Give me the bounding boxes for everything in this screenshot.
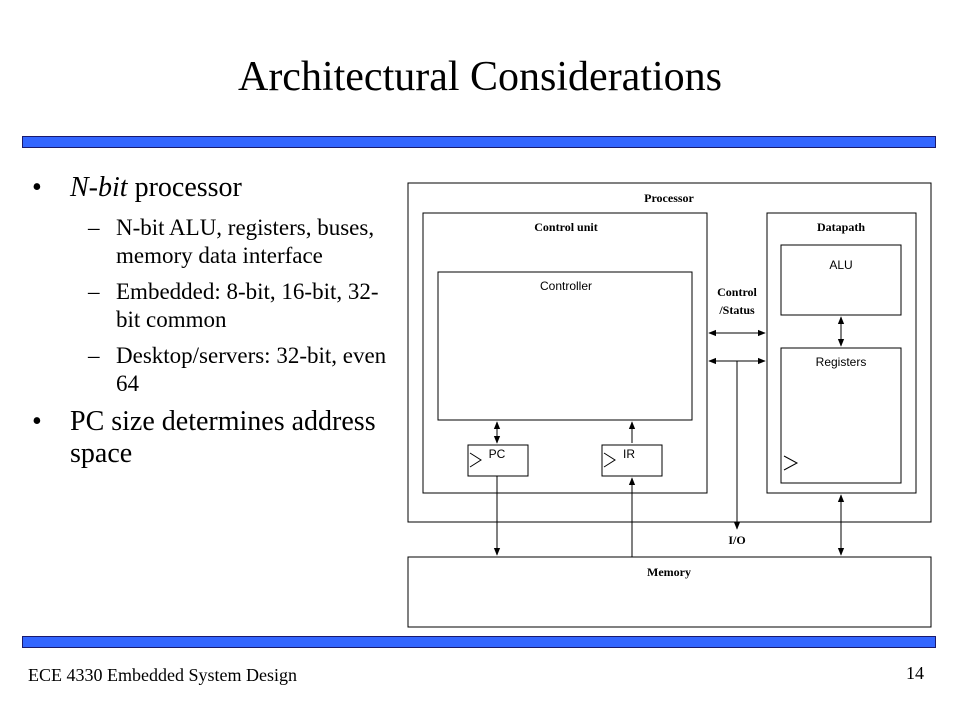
pc-box — [467, 444, 529, 477]
alu-label: ALU — [829, 258, 852, 272]
alu-box — [780, 244, 902, 316]
pc-clock-icon — [469, 452, 482, 468]
sub-bullet-alu: – N-bit ALU, registers, buses, memory da… — [30, 214, 390, 270]
registers-label: Registers — [816, 355, 867, 369]
processor-box — [407, 182, 932, 523]
bottom-rule — [22, 636, 936, 648]
pc-label: PC — [489, 447, 506, 461]
sub-bullet-text: N-bit ALU, registers, buses, memory data… — [116, 215, 375, 268]
controller-label: Controller — [540, 279, 592, 293]
control-status-label-line2: /Status — [718, 303, 755, 317]
datapath-label: Datapath — [817, 220, 865, 234]
memory-box — [407, 556, 932, 628]
datapath-box — [766, 212, 917, 494]
memory-label: Memory — [647, 565, 691, 579]
page-number: 14 — [906, 663, 924, 683]
ir-box — [601, 444, 663, 477]
io-label: I/O — [728, 533, 745, 547]
sub-bullet-dash: – — [88, 215, 100, 240]
bullet-italic-term: N-bit — [70, 172, 128, 203]
sub-bullet-dash: – — [88, 279, 100, 304]
slide-title: Architectural Considerations — [237, 54, 723, 100]
sub-bullet-text: Desktop/servers: 32-bit, even 64 — [116, 343, 387, 396]
sub-bullet-dash: – — [88, 343, 100, 368]
registers-clock-icon — [783, 455, 799, 471]
bullet-pc-size: • PC size determines address space — [30, 406, 390, 470]
top-rule — [22, 136, 936, 148]
bullet-dot: • — [32, 172, 42, 203]
control-status-label-line1: Control — [717, 285, 757, 299]
bullet-dot: • — [32, 406, 42, 437]
sub-bullet-text: Embedded: 8-bit, 16-bit, 32-bit common — [116, 279, 379, 332]
sub-bullet-list: – N-bit ALU, registers, buses, memory da… — [30, 214, 390, 398]
sub-bullet-embedded: – Embedded: 8-bit, 16-bit, 32-bit common — [30, 278, 390, 334]
control-unit-box — [422, 212, 708, 494]
footer-course: ECE 4330 Embedded System Design — [28, 665, 297, 685]
bullet-nbit-processor: • N-bit processor — [30, 172, 390, 204]
bullet-list: • N-bit processor – N-bit ALU, registers… — [30, 172, 390, 470]
processor-label: Processor — [644, 191, 694, 205]
bullet-text: processor — [127, 172, 242, 203]
registers-box — [780, 347, 902, 484]
ir-label: IR — [623, 447, 635, 461]
ir-clock-icon — [603, 452, 616, 468]
controller-box — [437, 271, 693, 421]
bullet-text: PC size determines address space — [70, 406, 376, 469]
sub-bullet-desktop: – Desktop/servers: 32-bit, even 64 — [30, 342, 390, 398]
control-unit-label: Control unit — [534, 220, 597, 234]
